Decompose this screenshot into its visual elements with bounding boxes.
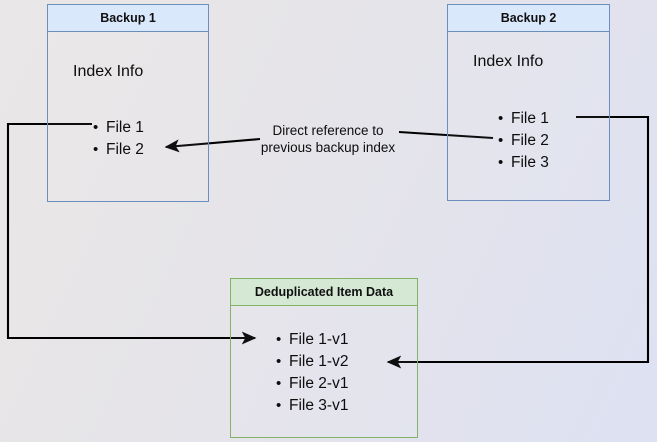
backup2-file-item[interactable]: File 2 (498, 130, 549, 152)
dedup-item[interactable]: File 1-v1 (276, 329, 349, 351)
backup1-index-info-label: Index Info (73, 63, 144, 80)
backup2-file-item[interactable]: File 1 (498, 108, 549, 130)
edge-backup2-file1-to-dedup (386, 115, 650, 369)
edge-backup2-to-backup1-reference-right (398, 130, 494, 140)
backup2-file-list: File 1 File 2 File 3 (495, 108, 549, 174)
dedup-item[interactable]: File 2-v1 (276, 373, 349, 395)
edge-backup1-file1-to-dedup (6, 122, 257, 345)
dedup-item[interactable]: File 3-v1 (276, 395, 349, 417)
dedup-item-list: File 1-v1 File 1-v2 File 2-v1 File 3-v1 (273, 329, 349, 417)
backup1-file-item[interactable]: File 1 (93, 117, 144, 139)
backup2-file-item[interactable]: File 3 (498, 152, 549, 174)
backup1-file-item[interactable]: File 2 (93, 139, 144, 161)
backup2-title: Backup 2 (500, 11, 557, 25)
backup1-file-list: File 1 File 2 (90, 117, 144, 161)
backup1-header: Backup 1 (48, 5, 208, 32)
edge-backup2-to-backup1-reference-left (164, 137, 261, 153)
dedup-item[interactable]: File 1-v2 (276, 351, 349, 373)
direct-reference-edge-label: Direct reference to previous backup inde… (260, 123, 396, 155)
backup2-index-info-label: Index Info (473, 53, 544, 70)
backup2-header: Backup 2 (448, 5, 609, 32)
backup2-box[interactable]: Backup 2 Index Info File 1 File 2 File 3 (447, 4, 610, 201)
backup1-box[interactable]: Backup 1 Index Info File 1 File 2 (47, 4, 209, 202)
dedup-header: Deduplicated Item Data (231, 279, 417, 306)
backup1-title: Backup 1 (100, 11, 156, 25)
deduplicated-item-data-box[interactable]: Deduplicated Item Data File 1-v1 File 1-… (230, 278, 418, 438)
dedup-title: Deduplicated Item Data (254, 285, 394, 299)
